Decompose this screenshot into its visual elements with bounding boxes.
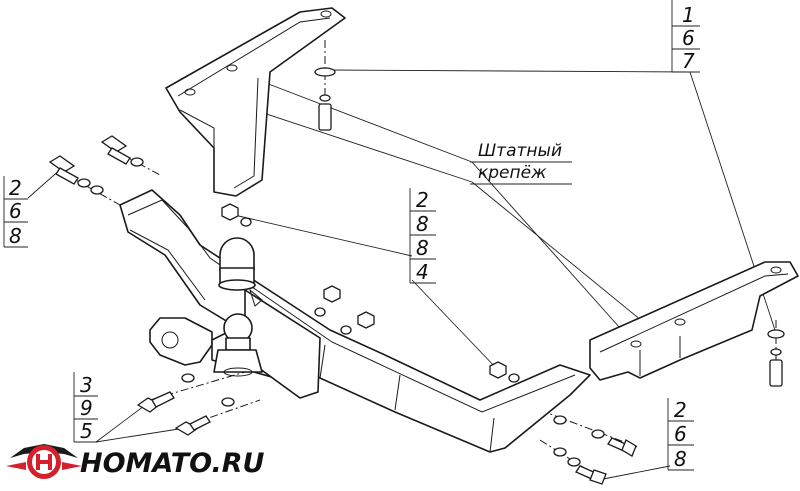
callout-center-1: 2 [416, 188, 429, 212]
label-line-1: Штатный [478, 141, 562, 161]
callout-bottom-left-1: 3 [80, 373, 93, 397]
fasteners [48, 67, 785, 485]
callout-center: 2 8 8 4 [409, 188, 436, 284]
label-line-2: крепёж [478, 163, 547, 183]
callout-top-right-2: 6 [682, 26, 695, 50]
callout-top-right-1: 1 [682, 3, 695, 27]
callout-bottom-right: 2 6 8 [667, 398, 694, 471]
logo-text: HOMATO.RU [80, 448, 265, 479]
callout-left: 2 6 8 [3, 176, 28, 248]
callout-center-4: 4 [416, 260, 429, 284]
right-mounting-bracket [589, 261, 799, 381]
callout-top-right: 1 6 7 [671, 0, 700, 73]
tow-ball-with-cover [218, 237, 263, 307]
callout-bottom-left-3: 5 [80, 419, 93, 443]
callout-center-3: 8 [416, 236, 429, 260]
crossbar-beam [119, 189, 591, 453]
callout-bottom-right-1: 2 [674, 398, 687, 422]
callout-bottom-right-3: 8 [674, 447, 687, 471]
callout-center-2: 8 [416, 212, 429, 236]
callout-left-1: 2 [9, 176, 22, 200]
standard-fasteners-label: Штатный крепёж [470, 141, 572, 185]
left-mounting-bracket [165, 7, 346, 197]
homato-logo: HOMATO.RU [6, 444, 265, 479]
callout-bottom-left: 3 9 5 [73, 372, 98, 443]
callout-top-right-3: 7 [682, 49, 695, 73]
callout-left-3: 8 [9, 224, 22, 248]
tow-ball [213, 313, 263, 377]
callout-bottom-right-2: 6 [674, 422, 687, 446]
callout-left-2: 6 [9, 199, 22, 223]
callout-bottom-left-2: 9 [80, 396, 93, 420]
